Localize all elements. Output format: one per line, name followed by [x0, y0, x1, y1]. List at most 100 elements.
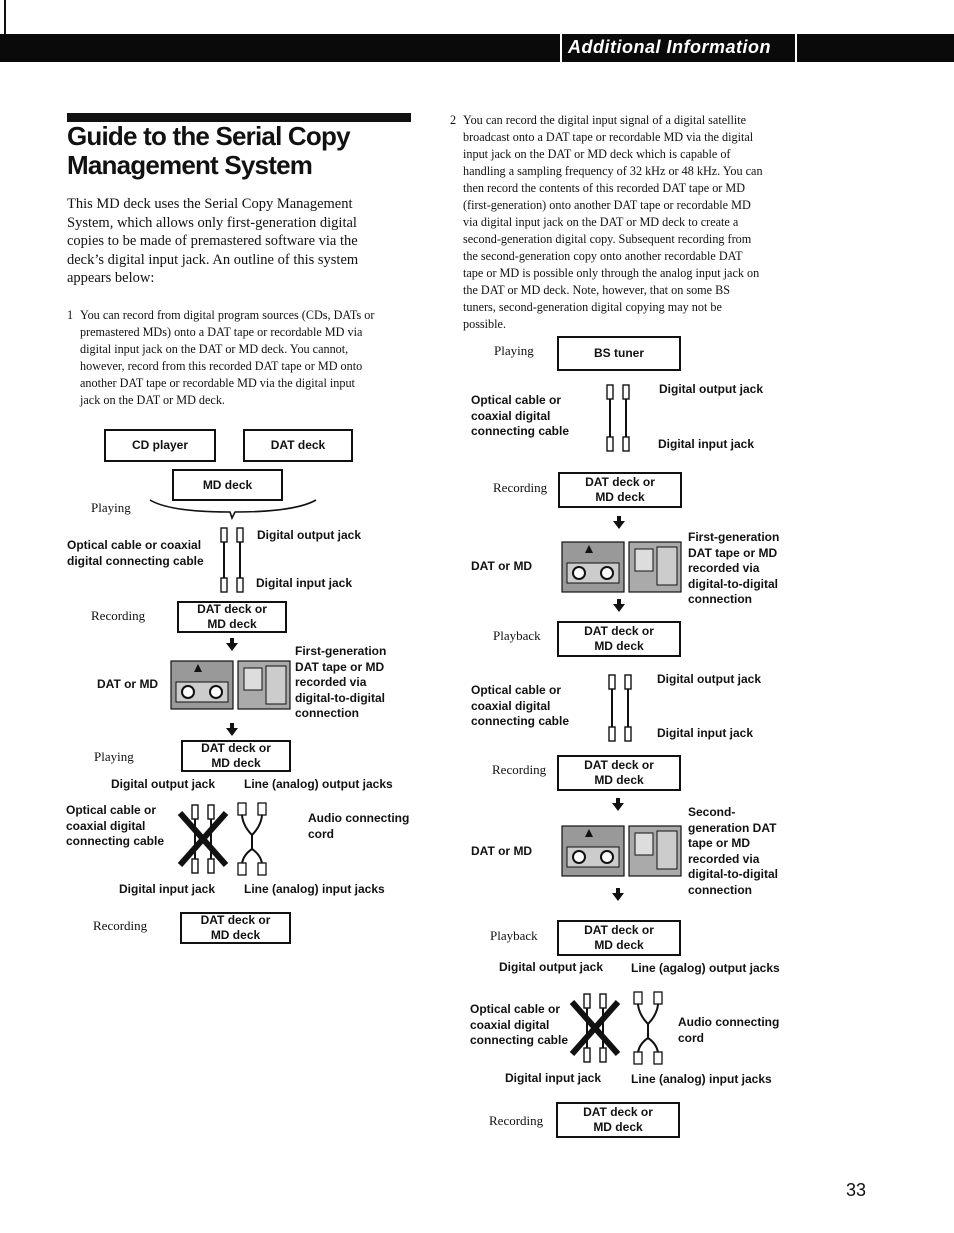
item-text: You can record from digital program sour… — [80, 307, 374, 409]
label-line: recorded via — [295, 675, 367, 689]
label-line: generation DAT — [688, 820, 777, 835]
label-line: coaxial digital — [66, 818, 146, 833]
box-line: DAT deck or — [585, 475, 655, 489]
first-generation-label-r: First-generation DAT tape or MD recorded… — [688, 530, 779, 608]
cable-label-2: Optical cable or coaxial digital connect… — [66, 803, 164, 850]
second-generation-label: Second- generation DAT tape or MD record… — [688, 805, 778, 898]
box-line: MD deck — [595, 490, 645, 504]
list-item-1: 1 You can record from digital program so… — [67, 307, 417, 412]
item-line: broadcast onto a DAT tape or recordable … — [463, 130, 754, 144]
list-item-2: 2 You can record the digital input signa… — [450, 112, 800, 337]
dat-tape-and-md-icon-r — [561, 541, 682, 593]
box-line: MD deck — [211, 756, 261, 770]
digital-input-jack-label-r3: Digital input jack — [505, 1071, 602, 1085]
label-line: connecting cable — [471, 424, 570, 438]
item-line: handling a sampling frequency of 32 kHz … — [463, 164, 763, 178]
item-line: You can record the digital input signal … — [463, 113, 747, 127]
line-output-jacks-label-r: Line (agalog) output jacks — [631, 961, 780, 975]
intro-paragraph: This MD deck uses the Serial Copy Manage… — [67, 196, 359, 286]
cable-label: Optical cable or coaxial digital connect… — [67, 538, 204, 569]
title-line-2: Management System — [67, 150, 313, 180]
label-line: recorded via — [688, 851, 760, 866]
item-line: the DAT or MD deck. Note, however, that … — [463, 283, 731, 297]
down-arrow-icon — [226, 638, 238, 651]
label-line: connecting cable — [66, 834, 165, 848]
label-line: coaxial digital — [471, 408, 551, 423]
dat-tape-and-md-icon — [170, 660, 291, 710]
label-line: connection — [688, 882, 753, 897]
box-line: DAT deck or — [197, 602, 267, 616]
label-line: digital-to-digital — [688, 576, 778, 591]
digital-cable-icon-r2 — [608, 674, 632, 742]
playback-label-r: Playback — [493, 628, 541, 643]
label-line: Audio connecting — [678, 1015, 780, 1029]
item-line: tuners, second-generation digital copyin… — [463, 300, 722, 314]
box-line: MD deck — [594, 938, 644, 952]
box-line: MD deck — [210, 928, 261, 942]
digital-output-jack-label-r2: Digital output jack — [657, 672, 762, 686]
recording-label-r2: Recording — [492, 762, 547, 777]
label-line: DAT tape or MD — [688, 545, 778, 560]
item-line: possible. — [463, 317, 506, 331]
box-line: DAT deck or — [584, 758, 654, 772]
label-line: connection — [295, 706, 360, 720]
box-line: MD deck — [594, 773, 644, 787]
label-line: First-generation — [295, 644, 387, 658]
dat-or-md-label-r: DAT or MD — [471, 559, 533, 573]
label-line: tape or MD — [688, 836, 751, 850]
digital-input-jack-label-r: Digital input jack — [658, 437, 755, 451]
page-title: Guide to the Serial Copy Management Syst… — [67, 121, 351, 180]
section-title: Additional Information — [568, 37, 771, 57]
digital-input-jack-label-2: Digital input jack — [119, 882, 216, 896]
digital-output-jack-label: Digital output jack — [257, 528, 362, 542]
dat-deck-box: DAT deck — [243, 429, 353, 462]
box-line: DAT deck or — [200, 913, 271, 927]
down-arrow-icon — [613, 516, 625, 529]
item-line: digital input jack on the DAT or MD deck… — [80, 342, 349, 356]
label-line: Optical cable or — [470, 1002, 561, 1016]
line-input-jacks-label-r: Line (analog) input jacks — [631, 1072, 772, 1086]
blocked-digital-cable-icon — [177, 802, 267, 876]
header-tab — [560, 34, 797, 62]
recording-label: Recording — [91, 608, 146, 623]
label-line: cord — [308, 826, 335, 841]
label-line: cord — [678, 1030, 705, 1045]
label-line: connection — [688, 592, 753, 606]
playing-label-2: Playing — [94, 749, 134, 764]
dat-tape-and-md-icon-r2 — [561, 825, 682, 877]
page-number: 33 — [846, 1180, 867, 1200]
label-line: recorded via — [688, 561, 760, 575]
label-line: Audio connecting — [308, 811, 410, 825]
item-line: the second-generation copy onto another … — [463, 249, 743, 263]
bs-tuner-box: BS tuner — [557, 336, 681, 371]
line-input-jacks-label: Line (analog) input jacks — [244, 882, 385, 896]
label-line: DAT tape or MD — [295, 659, 385, 674]
item-line: (first-generation) onto another DAT tape… — [463, 198, 751, 212]
item-line: via digital input jack on the DAT or MD … — [463, 215, 739, 229]
box-line: DAT deck or — [584, 624, 654, 638]
title-line-1: Guide to the Serial Copy — [67, 121, 351, 151]
label-line: coaxial digital — [470, 1017, 550, 1032]
digital-cable-icon — [220, 527, 244, 593]
md-deck-box: MD deck — [172, 469, 283, 501]
cable-label-r3: Optical cable or coaxial digital connect… — [470, 1002, 568, 1049]
item-line: then record the contents of this recorde… — [463, 181, 746, 195]
dat-or-md-label: DAT or MD — [97, 677, 159, 691]
box-line: DAT deck or — [201, 741, 271, 755]
cable-label-line: Optical cable or coaxial — [67, 538, 202, 552]
box-line: MD deck — [207, 617, 257, 631]
box-line: DAT deck or — [583, 1105, 653, 1119]
item-line: jack on the DAT or MD deck. — [80, 393, 225, 407]
digital-cable-icon-r — [606, 384, 630, 452]
item-line: second-generation digital copy. Subseque… — [463, 232, 752, 246]
cable-label-r: Optical cable or coaxial digital connect… — [471, 393, 569, 440]
blocked-digital-cable-icon-r — [569, 991, 663, 1065]
